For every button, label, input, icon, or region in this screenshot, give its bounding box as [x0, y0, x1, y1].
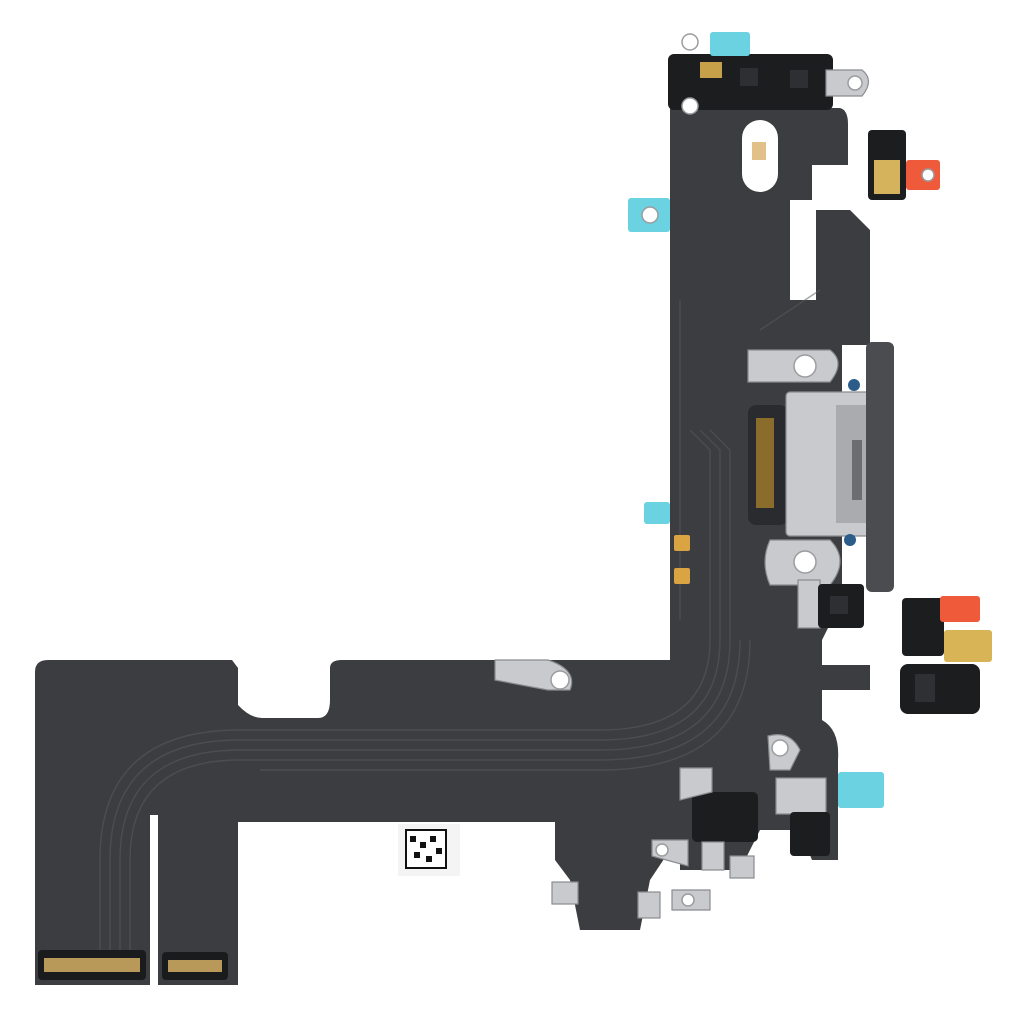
bottom-clip-3 — [701, 841, 725, 871]
port-opening — [852, 440, 862, 500]
bottom-right-hardware — [551, 734, 830, 919]
port-top-screw-ring — [793, 354, 817, 378]
cyan-tape-lower — [838, 772, 884, 808]
bottom-clip-2-hole — [655, 843, 669, 857]
lightning-port-assembly — [747, 342, 894, 592]
bottom-mid-tab — [637, 891, 661, 919]
gold-pad-1 — [674, 535, 690, 551]
lower-mic-modules — [900, 596, 992, 714]
upper-mic-gold — [874, 160, 900, 194]
top-right-screw-ring — [847, 75, 863, 91]
lower-mic-board-2 — [900, 664, 980, 714]
top-ic-2 — [790, 70, 808, 88]
flex-spine — [35, 108, 870, 985]
datamatrix-label — [398, 824, 460, 876]
bottom-antenna-board — [692, 792, 758, 842]
board-connectors — [38, 950, 228, 980]
upper-red-tape-hole — [921, 168, 935, 182]
top-antenna-module — [668, 32, 870, 115]
port-gold-strip — [756, 418, 774, 508]
right-connector-pins — [168, 960, 222, 972]
bottom-left-screw-ring — [681, 97, 699, 115]
bottom-left-clip — [679, 767, 713, 801]
flex-traces — [99, 289, 821, 960]
top-left-screw-ring — [681, 33, 699, 51]
bottom-clip-4 — [729, 855, 755, 879]
port-cap-blue — [844, 534, 856, 546]
bottom-left-tab — [551, 881, 579, 905]
port-cap-blue-top — [848, 379, 860, 391]
gold-pad-2 — [674, 568, 690, 584]
sensor-ic — [830, 596, 848, 614]
cyan-tape-left-hole — [641, 206, 659, 224]
top-gold-component — [700, 62, 722, 78]
lower-sensor-module — [797, 579, 864, 629]
bottom-tab-hole — [681, 893, 695, 907]
bottom-right-screw-ring — [771, 739, 789, 757]
lower-mic-ic — [915, 674, 935, 702]
port-bottom-screw-ring — [793, 550, 817, 574]
port-top-bracket — [747, 349, 839, 383]
sensor-metal-tab — [797, 579, 821, 629]
slot-contact — [752, 142, 766, 160]
left-connector-pins — [44, 958, 140, 972]
lower-red-tape — [940, 596, 980, 622]
bottom-small-board — [790, 812, 830, 856]
cyan-tape-mid — [644, 502, 670, 524]
speaker-bracket — [775, 777, 827, 815]
top-ic — [740, 68, 758, 86]
port-housing — [866, 342, 894, 592]
mid-arm-screw-ring — [550, 670, 570, 690]
lower-mic-board-1 — [902, 598, 944, 656]
top-cyan-tape — [710, 32, 750, 56]
lower-mic-gold — [944, 630, 992, 662]
upper-mic-module — [868, 130, 940, 200]
